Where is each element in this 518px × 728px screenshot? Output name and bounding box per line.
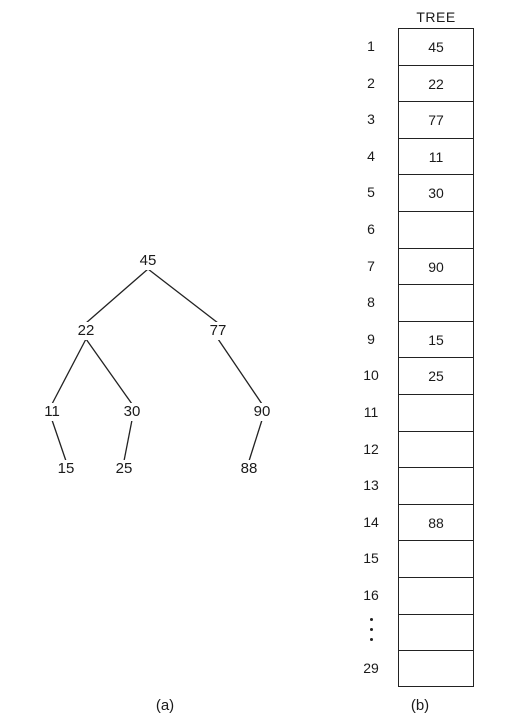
array-row: 5 30 bbox=[356, 174, 476, 211]
array-cell bbox=[398, 393, 474, 431]
array-row: 6 bbox=[356, 210, 476, 248]
tree-node-45: 45 bbox=[137, 252, 159, 270]
tree-edge bbox=[248, 419, 263, 462]
array-cell bbox=[398, 576, 474, 614]
array-row: 16 bbox=[356, 576, 476, 614]
tree-node-88: 88 bbox=[238, 460, 260, 478]
array-row: 29 bbox=[356, 650, 476, 687]
array-cell bbox=[398, 284, 474, 321]
array-index: 16 bbox=[363, 586, 379, 603]
array-cell bbox=[398, 650, 474, 687]
array-cell: 77 bbox=[398, 101, 474, 138]
tree-node-30: 30 bbox=[121, 403, 143, 421]
tree-node-25: 25 bbox=[113, 460, 135, 478]
tree-edge bbox=[217, 338, 263, 405]
tree-node-11: 11 bbox=[42, 403, 62, 421]
array-row: 3 77 bbox=[356, 101, 476, 138]
tree-edges bbox=[51, 268, 263, 462]
array-cell bbox=[398, 210, 474, 248]
tree-node-15: 15 bbox=[55, 460, 77, 478]
array-index: 11 bbox=[363, 403, 379, 420]
array-index: 12 bbox=[363, 440, 379, 457]
array-index: 7 bbox=[367, 257, 375, 274]
array-cell: 25 bbox=[398, 357, 474, 394]
array-row: 13 bbox=[356, 467, 476, 504]
array-index: 2 bbox=[367, 74, 375, 91]
array-index: 14 bbox=[363, 513, 379, 530]
array-row: 10 25 bbox=[356, 357, 476, 394]
array-cell: 45 bbox=[398, 28, 474, 65]
tree-edge bbox=[85, 338, 133, 405]
array-index-ellipsis bbox=[356, 614, 386, 651]
array-index: 6 bbox=[367, 220, 375, 237]
array-index: 9 bbox=[367, 330, 375, 347]
array-index: 29 bbox=[363, 660, 379, 677]
array-index: 8 bbox=[367, 294, 375, 311]
array-cell bbox=[398, 540, 474, 577]
array-row: 11 bbox=[356, 393, 476, 431]
array-cell: 11 bbox=[398, 137, 474, 175]
array-cell bbox=[398, 430, 474, 468]
array-row: 8 bbox=[356, 284, 476, 321]
array-row: 7 90 bbox=[356, 247, 476, 285]
array-row: 9 15 bbox=[356, 320, 476, 358]
array-index: 3 bbox=[367, 111, 375, 128]
array-row bbox=[356, 613, 476, 651]
array-cell: 22 bbox=[398, 64, 474, 102]
array-row: 4 11 bbox=[356, 137, 476, 175]
tree-edge bbox=[51, 338, 87, 405]
array-cell: 30 bbox=[398, 174, 474, 211]
caption-b: (b) bbox=[410, 697, 430, 714]
tree-node-90: 90 bbox=[251, 403, 273, 421]
array-cell: 90 bbox=[398, 247, 474, 285]
array-title: TREE bbox=[416, 9, 456, 25]
array-row: 14 88 bbox=[356, 503, 476, 541]
array-index: 5 bbox=[367, 184, 375, 201]
array-cell bbox=[398, 467, 474, 504]
tree-node-22: 22 bbox=[75, 322, 97, 340]
array-index: 13 bbox=[363, 477, 379, 494]
tree-edge bbox=[85, 268, 149, 324]
tree-edge bbox=[147, 268, 219, 324]
array-cell: 88 bbox=[398, 503, 474, 541]
array-row: 12 bbox=[356, 430, 476, 468]
array-index: 1 bbox=[367, 38, 375, 54]
array-row: 1 45 bbox=[356, 28, 476, 65]
caption-a: (a) bbox=[155, 697, 175, 714]
tree-edge bbox=[123, 419, 133, 462]
array-index: 15 bbox=[363, 550, 379, 567]
array-cell: 15 bbox=[398, 320, 474, 358]
array-index: 10 bbox=[363, 367, 379, 384]
tree-node-77: 77 bbox=[207, 322, 229, 340]
array-row: 15 bbox=[356, 540, 476, 577]
array-cell bbox=[398, 613, 474, 651]
array-index: 4 bbox=[367, 147, 375, 164]
tree-edge bbox=[51, 419, 67, 462]
